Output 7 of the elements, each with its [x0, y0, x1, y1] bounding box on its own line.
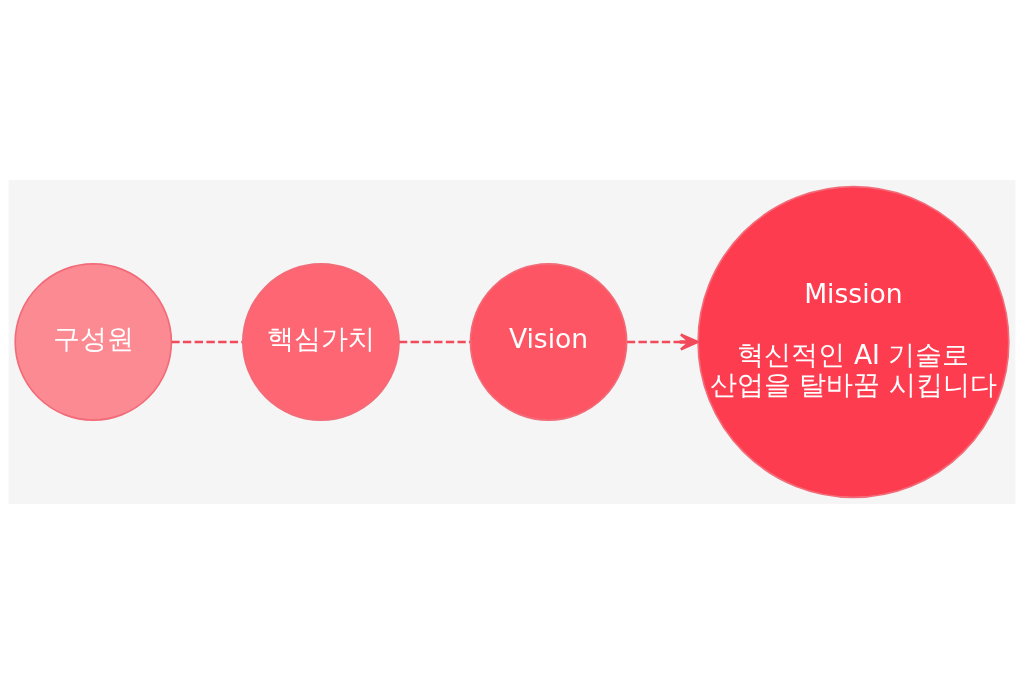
node-circle: Vision — [469, 262, 628, 421]
connector — [171, 340, 243, 343]
arrow — [627, 332, 699, 351]
connector — [399, 340, 470, 343]
node-circle: 구성원 — [14, 262, 173, 421]
node-circle: 핵심가치 — [242, 262, 400, 421]
node-circle: Mission 혁신적인 AI 기술로 산업을 탈바꿈 시킵니다 — [697, 185, 1010, 498]
